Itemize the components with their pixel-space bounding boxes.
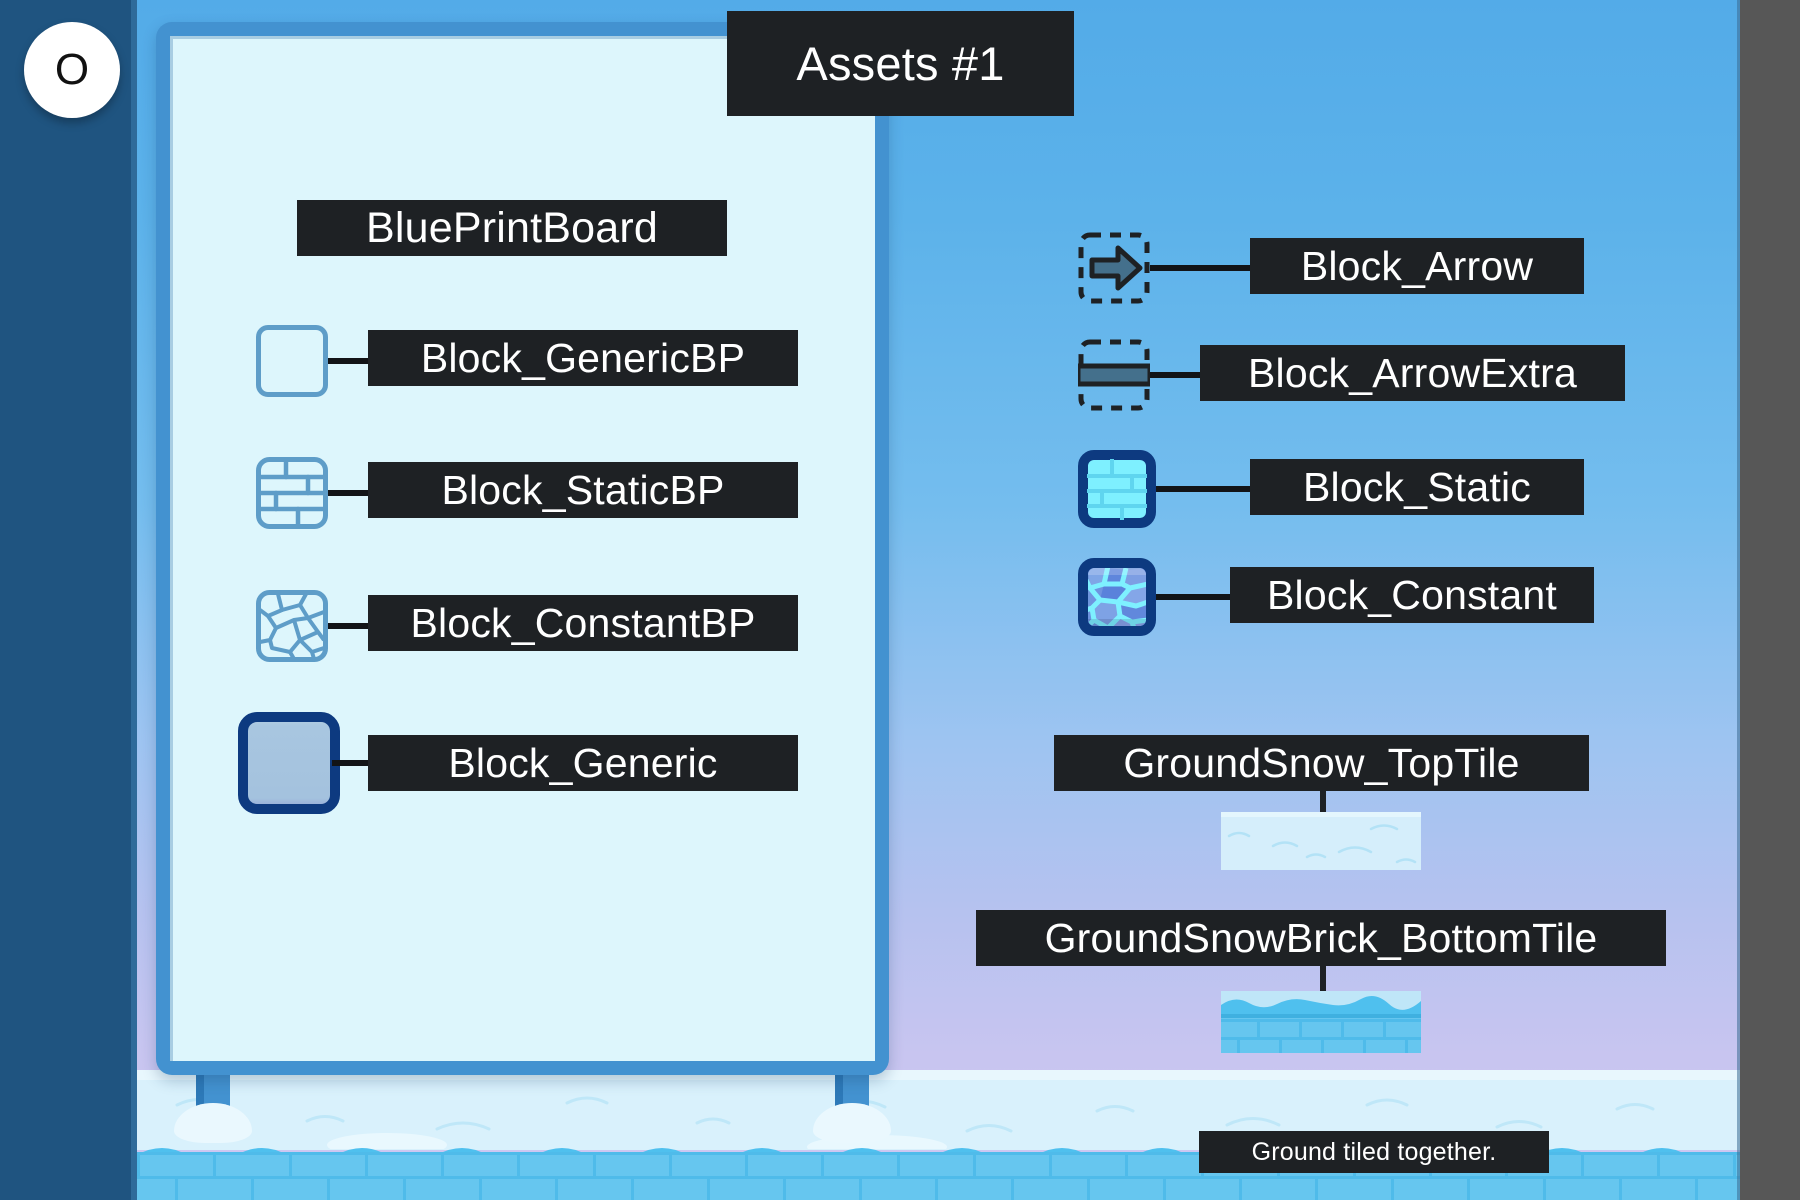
right-gutter xyxy=(1740,0,1800,1200)
label-text: Block_StaticBP xyxy=(441,466,725,513)
right-edge-divider xyxy=(1737,0,1740,1200)
sidebar-divider xyxy=(131,0,137,1200)
label-block-static-bp: Block_StaticBP xyxy=(368,462,798,518)
page-title: Assets #1 xyxy=(727,11,1074,116)
dashed-bar-block-icon[interactable] xyxy=(1075,339,1153,411)
label-text: GroundSnowBrick_BottomTile xyxy=(1044,914,1598,961)
connector-line-static xyxy=(1156,486,1250,492)
label-block-constant-bp: Block_ConstantBP xyxy=(368,595,798,651)
blueprint-cracked-square-icon[interactable] xyxy=(256,590,328,662)
connector-line-generic-bp xyxy=(328,358,368,364)
label-text: Block_Constant xyxy=(1267,571,1557,618)
connector-line-arrow-extra xyxy=(1150,372,1200,378)
left-sidebar xyxy=(0,0,137,1200)
blueprint-empty-square-icon[interactable] xyxy=(256,325,328,397)
label-text: Block_Static xyxy=(1302,463,1531,510)
label-block-constant: Block_Constant xyxy=(1230,567,1594,623)
connector-line-generic xyxy=(332,760,368,766)
label-block-arrow: Block_Arrow xyxy=(1250,238,1584,294)
avatar[interactable]: O xyxy=(24,22,120,118)
ground-caption-label: Ground tiled together. xyxy=(1251,1137,1497,1166)
blueprint-brick-square-icon[interactable] xyxy=(256,457,328,529)
blueprint-board-surface xyxy=(170,36,875,1061)
board-heading-label: BluePrintBoard xyxy=(365,203,659,252)
label-block-generic-bp: Block_GenericBP xyxy=(368,330,798,386)
leg-snow-mound-left xyxy=(174,1103,252,1143)
snow-brick-bottom-tile-icon[interactable] xyxy=(1221,991,1421,1053)
label-text: Block_Arrow xyxy=(1300,242,1534,289)
blueprint-board[interactable] xyxy=(156,22,889,1075)
label-text: Block_ConstantBP xyxy=(410,599,756,646)
connector-line-arrow xyxy=(1150,265,1250,271)
board-heading-tag: BluePrintBoard xyxy=(297,200,727,256)
avatar-letter: O xyxy=(54,45,90,94)
label-text: Block_ArrowExtra xyxy=(1247,349,1578,396)
ground-snow-highlight xyxy=(137,1070,1740,1080)
label-ground-snow-top-tile: GroundSnow_TopTile xyxy=(1054,735,1589,791)
leg-snow-mound-right xyxy=(813,1103,891,1143)
connector-line-constant xyxy=(1156,594,1230,600)
label-block-static: Block_Static xyxy=(1250,459,1584,515)
snow-top-tile-icon[interactable] xyxy=(1221,812,1421,870)
label-text: GroundSnow_TopTile xyxy=(1123,739,1520,786)
label-text: Block_Generic xyxy=(448,739,718,786)
cracked-block-icon[interactable] xyxy=(1078,558,1156,636)
brick-block-icon[interactable] xyxy=(1078,450,1156,528)
connector-line-constant-bp xyxy=(328,623,368,629)
dashed-arrow-block-icon[interactable] xyxy=(1078,232,1150,304)
label-text: Block_GenericBP xyxy=(420,334,746,381)
label-block-generic: Block_Generic xyxy=(368,735,798,791)
connector-line-bottom-tile xyxy=(1320,966,1326,1014)
page-title-label: Assets #1 xyxy=(796,37,1005,90)
label-ground-snow-brick-bottom-tile: GroundSnowBrick_BottomTile xyxy=(976,910,1666,966)
label-block-arrow-extra: Block_ArrowExtra xyxy=(1200,345,1625,401)
filled-block-square-icon[interactable] xyxy=(238,712,340,814)
connector-line-static-bp xyxy=(328,490,368,496)
ground-caption: Ground tiled together. xyxy=(1199,1131,1549,1173)
